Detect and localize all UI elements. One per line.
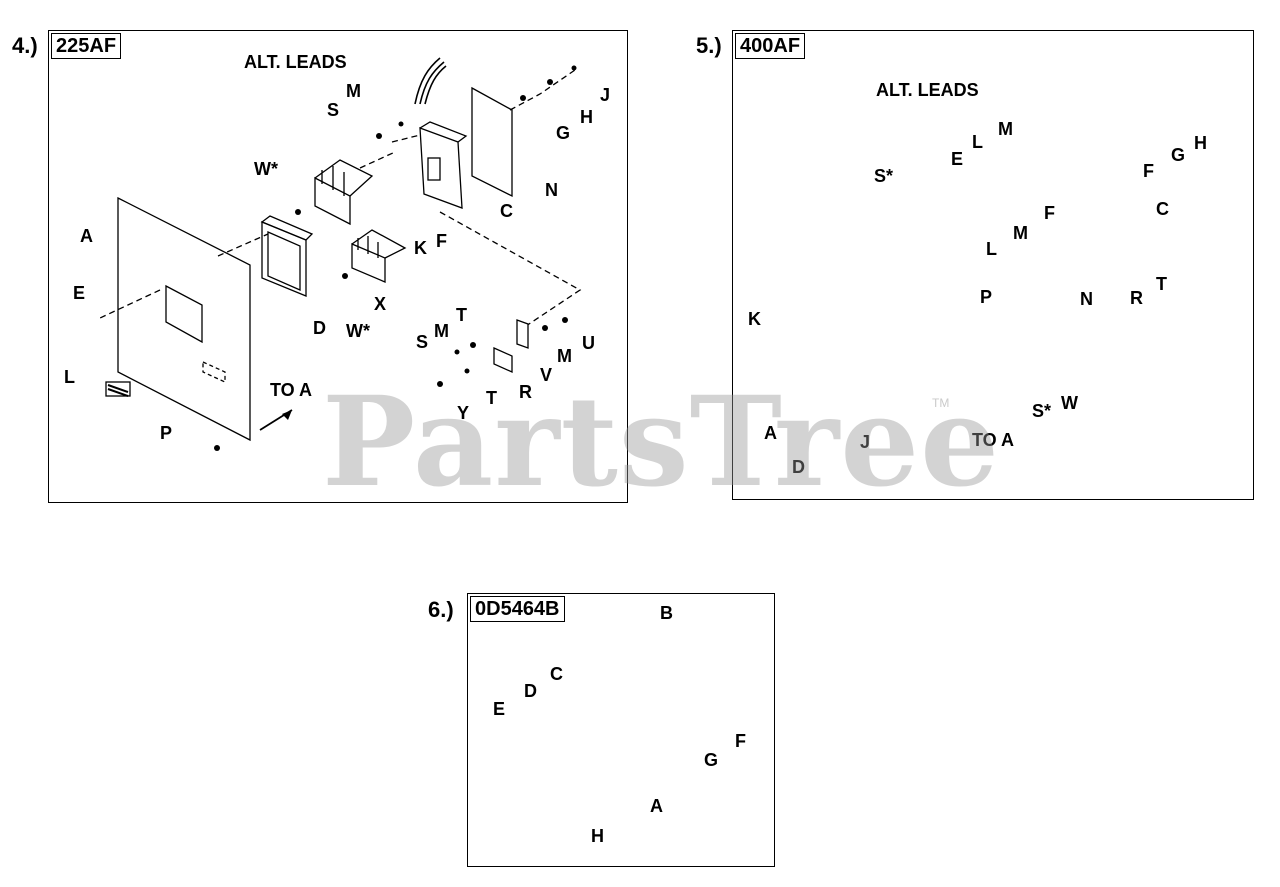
panel-0d5464b: 0D5464B	[467, 593, 775, 867]
p4-label-d: D	[313, 318, 326, 338]
p4-label-w-2: W*	[346, 321, 370, 341]
p5-label-c: C	[1156, 199, 1169, 219]
panel-4-heatsink-x	[351, 243, 386, 283]
p4-label-h: H	[580, 107, 593, 127]
p6-label-h: H	[591, 826, 604, 846]
panel-4-plate-cutout	[165, 284, 203, 344]
p4-label-l: L	[64, 367, 75, 387]
p6-label-e: E	[493, 699, 506, 719]
p4-label-to-a: TO A	[270, 380, 313, 400]
p6-label-f: F	[735, 731, 746, 751]
p4-label-r: R	[519, 382, 532, 402]
p5-label-l: L	[972, 132, 983, 152]
p5-label-s: S*	[874, 166, 894, 186]
p4-label-c: C	[500, 201, 513, 221]
p6-label-b: B	[660, 603, 673, 623]
p5-label-f-2: F	[1044, 203, 1055, 223]
p4-label-s: S	[327, 100, 340, 120]
panel-4-plate-n	[471, 86, 513, 198]
p4-label-alt-leads: ALT. LEADS	[244, 52, 347, 72]
p4-label-j: J	[600, 85, 611, 105]
panel-4-title: 225AF	[51, 33, 122, 59]
p5-label-l-2: L	[986, 239, 997, 259]
p5-label-m-2: M	[1013, 223, 1028, 243]
p4-label-x: X	[374, 294, 387, 314]
p4-label-n: N	[545, 180, 558, 200]
p6-label-g: G	[704, 750, 719, 770]
panel-4-heatsink-w	[314, 176, 351, 226]
p5-label-d: D	[792, 457, 805, 477]
p5-label-n: N	[1080, 289, 1093, 309]
panel-5-number: 5.)	[696, 33, 722, 58]
p4-label-f: F	[436, 231, 447, 251]
panel-4-lug-r	[493, 346, 513, 374]
panel-5-title: 400AF	[735, 33, 806, 59]
panel-400af: 400AF	[732, 30, 1254, 500]
p4-label-k: K	[414, 238, 427, 258]
p6-label-c: C	[550, 664, 563, 684]
trademark-mark: TM	[932, 396, 950, 410]
p5-label-a: A	[764, 423, 777, 443]
p4-label-m: M	[346, 81, 361, 101]
p5-label-g: G	[1171, 145, 1186, 165]
p4-label-s-2: S	[416, 332, 429, 352]
p4-label-t: T	[456, 305, 467, 325]
p5-label-k: K	[748, 309, 761, 329]
p5-label-w: W	[1061, 393, 1078, 413]
p5-label-r: R	[1130, 288, 1143, 308]
p5-label-t: T	[1156, 274, 1167, 294]
panel-4-number: 4.)	[12, 33, 38, 58]
p5-label-e: E	[951, 149, 964, 169]
p5-label-alt-leads: ALT. LEADS	[876, 80, 979, 100]
p6-label-d: D	[524, 681, 537, 701]
p5-label-f: F	[1143, 161, 1154, 181]
p4-label-y: Y	[457, 403, 470, 423]
p4-label-w-1: W*	[254, 159, 278, 179]
p4-label-m-3: M	[557, 346, 572, 366]
p4-label-g: G	[556, 123, 571, 143]
p4-label-u: U	[582, 333, 595, 353]
p5-label-s-2: S*	[1032, 401, 1052, 421]
p4-label-a: A	[80, 226, 93, 246]
p5-label-j: J	[860, 432, 871, 452]
p4-label-v: V	[540, 365, 553, 385]
p4-label-p: P	[160, 423, 173, 443]
panel-6-number: 6.)	[428, 597, 454, 622]
p6-label-a: A	[650, 796, 663, 816]
p4-label-t-2: T	[486, 388, 497, 408]
p5-label-to-a: TO A	[972, 430, 1015, 450]
p5-label-m: M	[998, 119, 1013, 139]
panel-4-plate-a	[117, 196, 251, 442]
panel-6-title: 0D5464B	[470, 596, 565, 622]
panel-4-breaker-c	[419, 127, 463, 209]
p5-label-h: H	[1194, 133, 1207, 153]
p5-label-p: P	[980, 287, 993, 307]
p4-label-e: E	[73, 283, 86, 303]
panel-4-bracket-v	[516, 319, 529, 349]
p4-label-m-2: M	[434, 321, 449, 341]
